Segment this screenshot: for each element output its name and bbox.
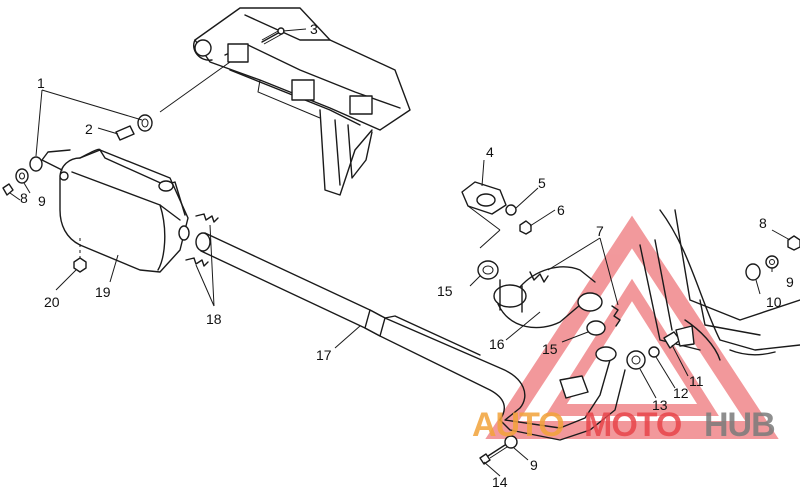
muffler [41, 148, 190, 273]
watermark-auto: AUTO [472, 406, 564, 444]
callout-12: 12 [673, 385, 689, 401]
callout-17: 17 [316, 347, 332, 363]
springs-7 [529, 271, 621, 327]
right-mount-hardware [745, 235, 800, 281]
watermark-hub: HUB [704, 406, 775, 444]
callout-9-right: 9 [786, 274, 794, 290]
bolt-14 [479, 435, 518, 465]
callout-8-left: 8 [20, 190, 28, 206]
watermark-wordmark: AUTO MOTO HUB [472, 406, 776, 444]
callout-16: 16 [489, 336, 505, 352]
callout-1: 1 [37, 75, 45, 91]
muffler-mount-hardware [2, 61, 231, 196]
watermark-moto: MOTO [584, 406, 682, 444]
callout-2: 2 [85, 121, 93, 137]
flange-4 [461, 181, 532, 235]
callout-10: 10 [766, 294, 782, 310]
callout-6: 6 [557, 202, 565, 218]
callout-19: 19 [95, 284, 111, 300]
grommet-13 [626, 325, 695, 370]
callout-4: 4 [486, 144, 494, 160]
callout-7: 7 [596, 223, 604, 239]
callout-18: 18 [206, 311, 222, 327]
frame-right [639, 209, 800, 361]
callout-9-left: 9 [38, 193, 46, 209]
nut-20 [73, 238, 87, 273]
callout-3: 3 [310, 21, 318, 37]
frame [193, 7, 411, 196]
callout-numbers: 1 2 3 9 8 4 5 6 7 8 9 10 11 12 13 14 9 1… [20, 21, 794, 488]
callout-14: 14 [492, 474, 508, 488]
callout-9-bottom: 9 [530, 457, 538, 473]
callout-15-lower: 15 [542, 341, 558, 357]
callout-11: 11 [689, 373, 704, 389]
watermark-logo [485, 215, 779, 439]
callout-15-upper: 15 [437, 283, 453, 299]
callout-13: 13 [652, 397, 668, 413]
exhaust-pipe [195, 232, 626, 441]
leader-lines [9, 28, 791, 477]
springs-18 [185, 213, 219, 267]
gasket-15 [477, 260, 606, 336]
bolt-3 [261, 27, 285, 45]
callout-5: 5 [538, 175, 546, 191]
callout-20: 20 [44, 294, 60, 310]
head-pipe [493, 266, 603, 329]
callout-8-right: 8 [759, 215, 767, 231]
